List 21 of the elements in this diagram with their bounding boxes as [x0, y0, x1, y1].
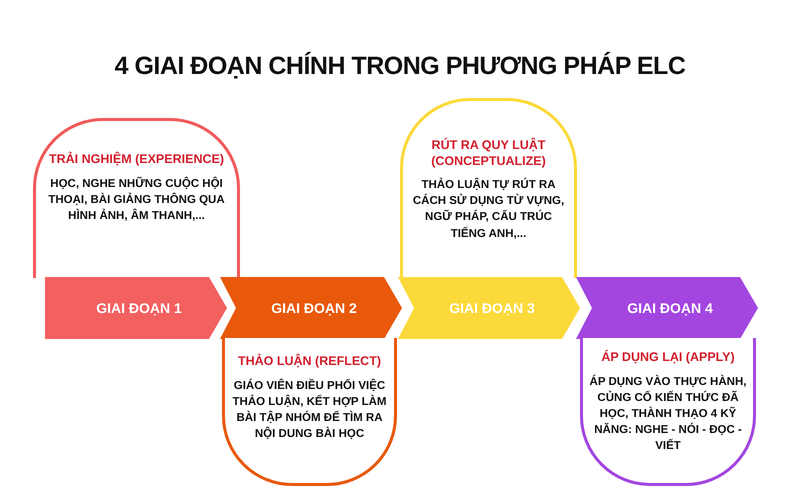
card-heading: RÚT RA QUY LUẬT (CONCEPTUALIZE)	[430, 138, 547, 170]
stage-label: GIAI ĐOẠN 3	[448, 299, 536, 318]
card-heading: THẢO LUẬN (REFLECT)	[236, 354, 382, 370]
card-heading: ÁP DỤNG LẠI (APPLY)	[600, 350, 736, 366]
arch-card	[222, 338, 397, 486]
card-description: GIÁO VIÊN ĐIỀU PHỐI VIỆC THẢO LUẬN, KẾT HỢP LÀM BÀI TẬP NHÓM ĐỂ TÌM RA NỘI DUNG BÀI HỌC	[232, 378, 388, 442]
card-description: THẢO LUẬN TỰ RÚT RA CÁCH SỬ DỤNG TỪ VỰNG, NGỮ PHÁP, CẤU TRÚC TIẾNG ANH,...	[412, 177, 566, 242]
stage-arrow-banner	[398, 277, 580, 339]
stage-label: GIAI ĐOẠN 1	[95, 299, 183, 318]
title: 4 GIAI ĐOẠN CHÍNH TRONG PHƯƠNG PHÁP ELC	[114, 52, 686, 81]
stage-arrow-banner	[220, 277, 402, 339]
stage-label: GIAI ĐOẠN 4	[626, 299, 714, 318]
card-description: ÁP DỤNG VÀO THỰC HÀNH, CỦNG CỐ KIẾN THỨC ĐÃ HỌC, THÀNH THẠO 4 KỸ NĂNG: NGHE - NÓI - ĐỌC - VIẾT	[588, 374, 748, 454]
stage-arrow-banner	[45, 277, 227, 339]
card-heading: TRẢI NGHIỆM (EXPERIENCE)	[48, 152, 225, 168]
arch-card	[33, 118, 240, 278]
card-description: HỌC, NGHE NHỮNG CUỘC HỘI THOẠI, BÀI GIẢNG THÔNG QUA HÌNH ẢNH, ÂM THANH,...	[47, 176, 226, 224]
arch-card	[580, 338, 756, 486]
arch-card	[400, 98, 577, 278]
stage-label: GIAI ĐOẠN 2	[270, 299, 358, 318]
stage-arrow-banner	[576, 277, 758, 339]
